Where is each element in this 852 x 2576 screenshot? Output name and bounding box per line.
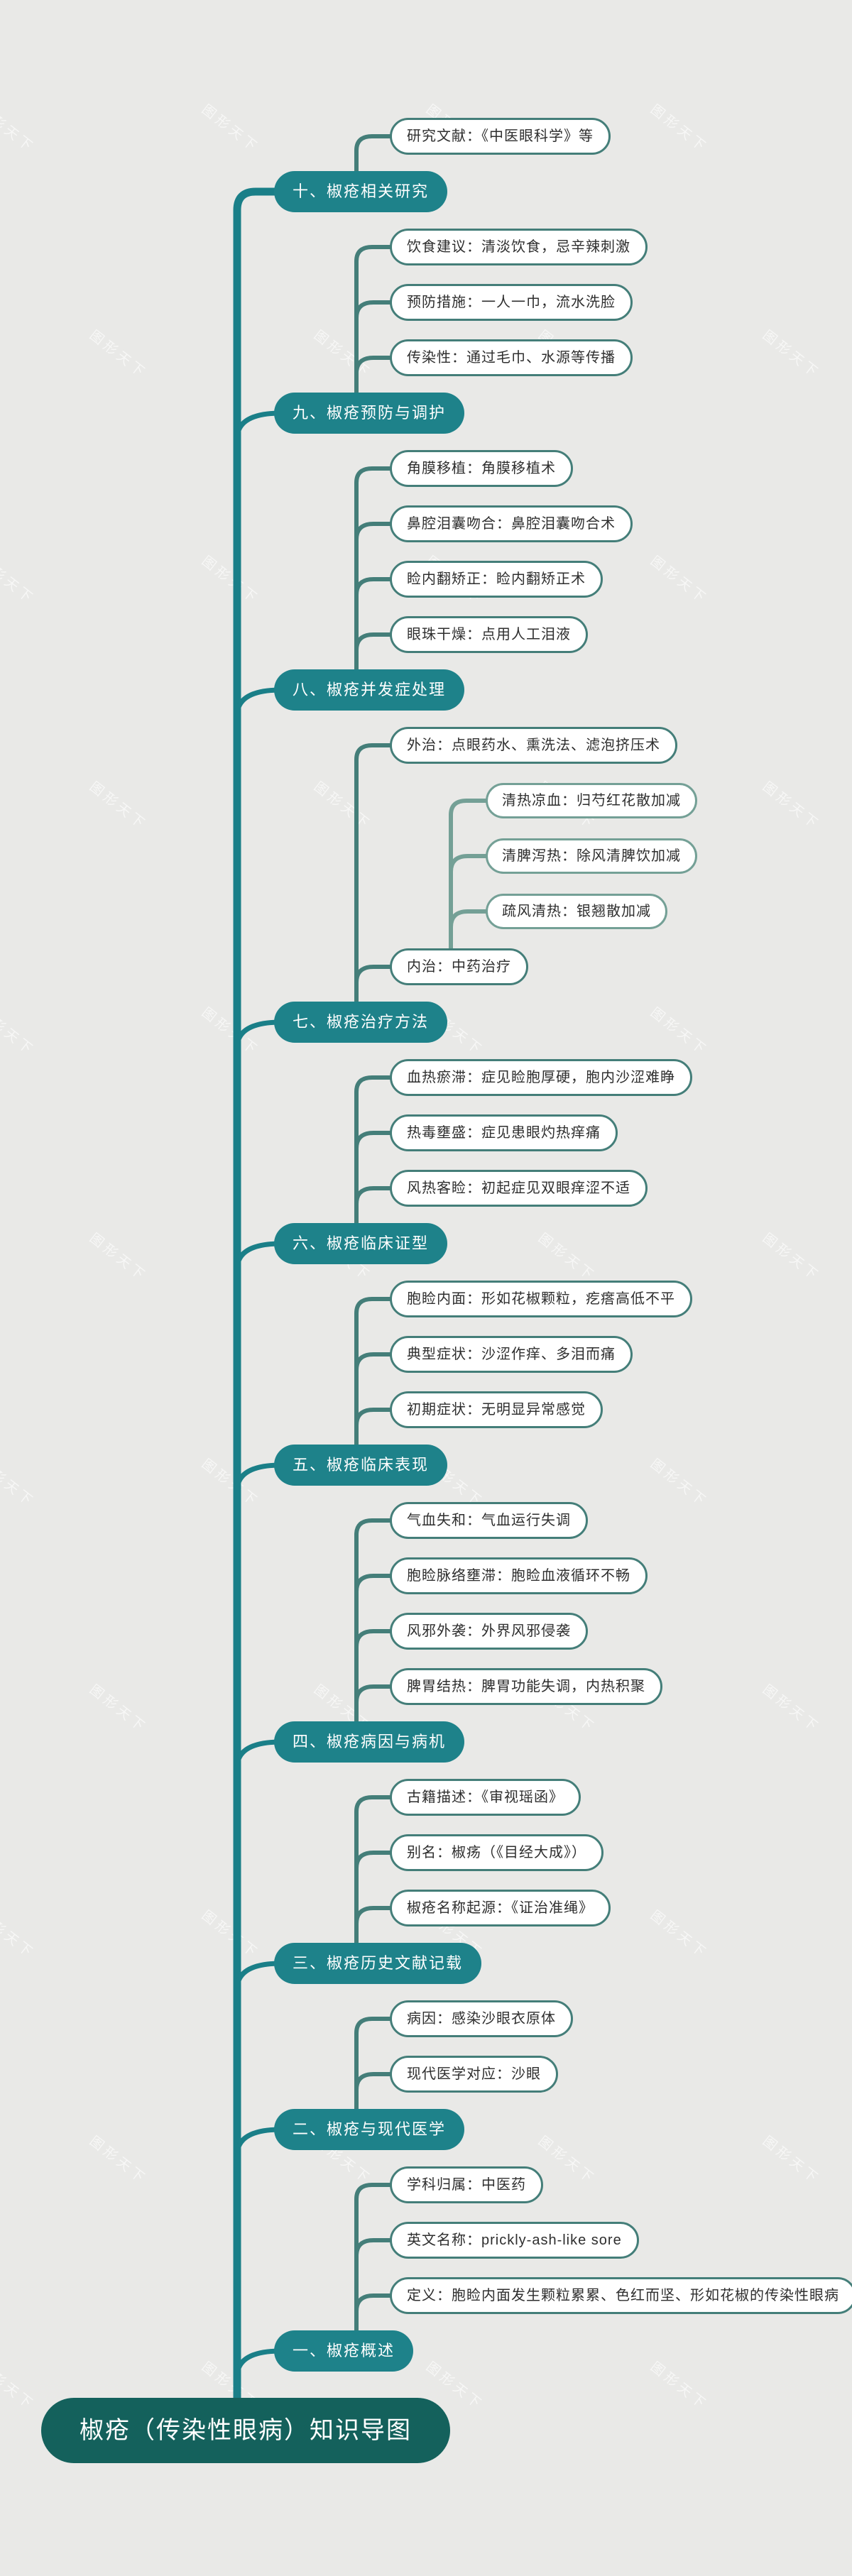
subtopic-node[interactable]: 疏风清热：银翘散加减 [486,894,667,929]
topic-node[interactable]: 椒疮名称起源：《证治准绳》 [390,1890,611,1926]
topic-node[interactable]: 研究文献：《中医眼科学》等 [390,118,611,155]
topic-node[interactable]: 初期症状：无明显异常感觉 [390,1391,603,1428]
section-node[interactable]: 七、椒疮治疗方法 [274,1002,448,1043]
subtopic-node[interactable]: 清脾泻热：除风清脾饮加减 [486,838,697,874]
topic-node[interactable]: 脾胃结热：脾胃功能失调，内热积聚 [390,1668,662,1705]
section-node[interactable]: 二、椒疮与现代医学 [274,2109,465,2150]
section-node[interactable]: 九、椒疮预防与调护 [274,393,465,434]
section-node[interactable]: 四、椒疮病因与病机 [274,1721,465,1763]
topic-node[interactable]: 胞睑内面：形如花椒颗粒，疙瘩高低不平 [390,1281,692,1317]
topic-node[interactable]: 学科归属：中医药 [390,2166,543,2203]
topic-node[interactable]: 英文名称：prickly-ash-like sore [390,2222,639,2259]
topic-node[interactable]: 睑内翻矫正：睑内翻矫正术 [390,561,603,598]
section-node[interactable]: 八、椒疮并发症处理 [274,669,465,711]
section-node[interactable]: 十、椒疮相关研究 [274,171,448,212]
topic-node[interactable]: 别名：椒疡（《目经大成》） [390,1834,604,1871]
topic-node[interactable]: 风邪外袭：外界风邪侵袭 [390,1613,588,1650]
subtopic-node[interactable]: 清热凉血：归芍红花散加减 [486,783,697,818]
topic-node[interactable]: 血热瘀滞：症见睑胞厚硬，胞内沙涩难睁 [390,1059,692,1096]
topic-node[interactable]: 胞睑脉络壅滞：胞睑血液循环不畅 [390,1557,648,1594]
topic-node[interactable]: 古籍描述：《审视瑶函》 [390,1779,581,1816]
topic-node[interactable]: 现代医学对应：沙眼 [390,2056,558,2093]
topic-node[interactable]: 眼珠干燥：点用人工泪液 [390,616,588,653]
section-node[interactable]: 三、椒疮历史文献记载 [274,1943,482,1984]
topic-node[interactable]: 内治：中药治疗 [390,948,528,985]
topic-node[interactable]: 外治：点眼药水、熏洗法、滤泡挤压术 [390,727,677,764]
topic-node[interactable]: 鼻腔泪囊吻合：鼻腔泪囊吻合术 [390,505,633,542]
topic-node[interactable]: 典型症状：沙涩作痒、多泪而痛 [390,1336,633,1373]
topic-node[interactable]: 预防措施：一人一巾，流水洗脸 [390,284,633,321]
root-node[interactable]: 椒疮（传染性眼病）知识导图 [41,2398,450,2463]
topic-node[interactable]: 饮食建议：清淡饮食，忌辛辣刺激 [390,229,648,265]
topic-node[interactable]: 定义：胞睑内面发生颗粒累累、色红而坚、形如花椒的传染性眼病 [390,2277,852,2314]
section-node[interactable]: 六、椒疮临床证型 [274,1223,448,1264]
topic-node[interactable]: 传染性：通过毛巾、水源等传播 [390,339,633,376]
topic-node[interactable]: 风热客睑：初起症见双眼痒涩不适 [390,1170,648,1207]
topic-node[interactable]: 角膜移植：角膜移植术 [390,450,573,487]
topic-node[interactable]: 热毒壅盛：症见患眼灼热痒痛 [390,1114,618,1151]
section-node[interactable]: 五、椒疮临床表现 [274,1445,448,1486]
topic-node[interactable]: 病因：感染沙眼衣原体 [390,2000,573,2037]
topic-node[interactable]: 气血失和：气血运行失调 [390,1502,588,1539]
section-node[interactable]: 一、椒疮概述 [274,2330,414,2372]
